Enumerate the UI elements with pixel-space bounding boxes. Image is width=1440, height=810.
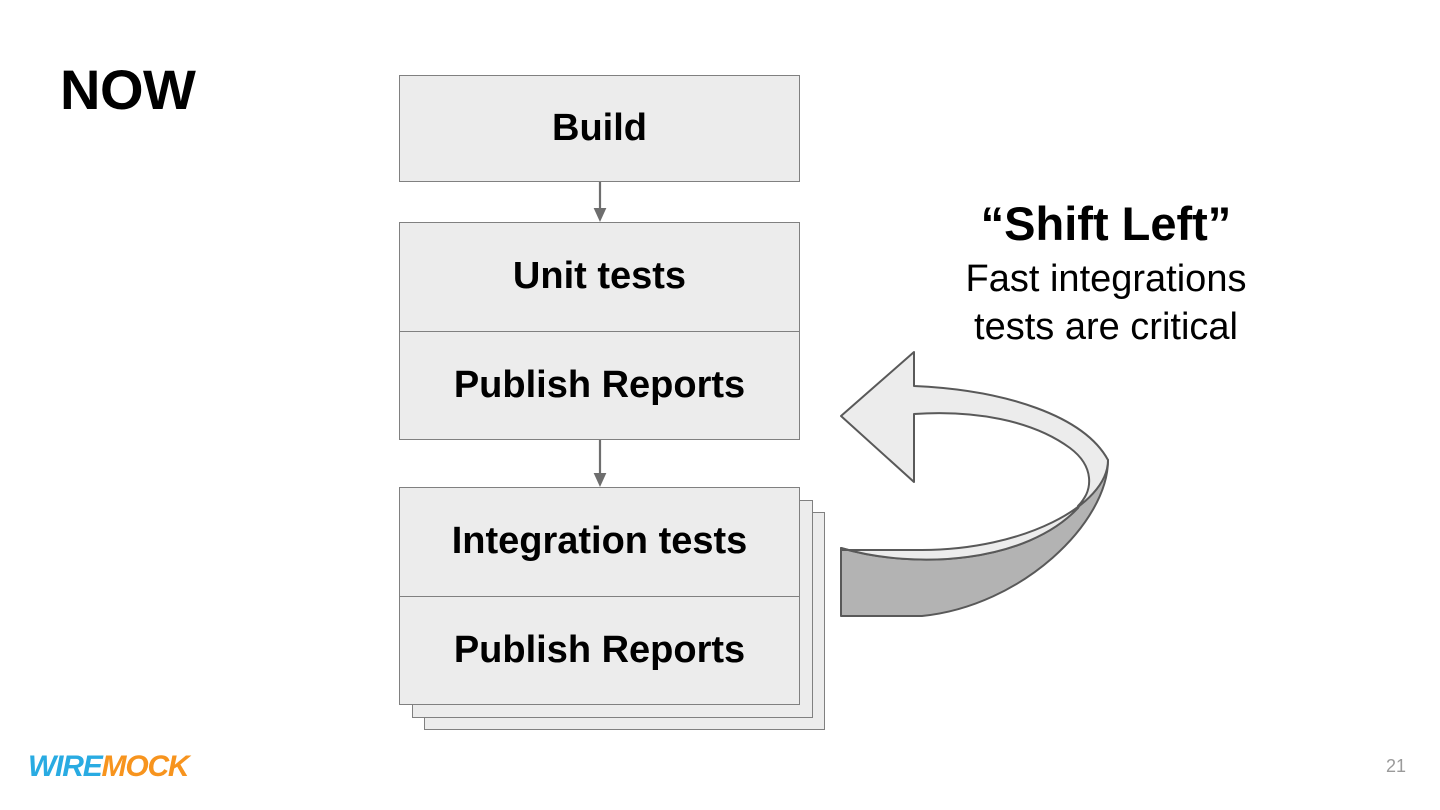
callout-body-line-2: tests are critical: [974, 306, 1238, 349]
pipeline-stage-label: Integration tests: [451, 520, 748, 563]
logo-text-mock: MOCK: [101, 750, 190, 783]
page-number: 21: [1386, 756, 1407, 776]
pipeline-stage-label: Unit tests: [512, 255, 687, 298]
wiremock-logo: WIREMOCK: [28, 750, 190, 783]
pipeline-group-integration: Integration tests Publish Reports: [399, 487, 825, 730]
callout-body: Fast integrations tests are critical: [930, 255, 1282, 352]
pipeline-stage-label: Publish Reports: [453, 363, 746, 406]
page-title: NOW: [60, 58, 196, 121]
pipeline-stage-unit-tests[interactable]: Unit tests: [399, 222, 800, 332]
pipeline-stage-label: Build: [552, 106, 647, 149]
curved-feedback-arrow-icon: [840, 351, 1109, 617]
arrow-side-face: [840, 459, 1109, 617]
arrow-top-face: [840, 351, 1109, 561]
callout-shift-left: “Shift Left” Fast integrations tests are…: [930, 197, 1282, 352]
callout-heading: “Shift Left”: [980, 197, 1232, 250]
pipeline-stage-unit-publish-reports[interactable]: Publish Reports: [399, 331, 800, 440]
pipeline-stage-integration-publish-reports[interactable]: Publish Reports: [399, 596, 800, 705]
pipeline-group-unit: Unit tests Publish Reports: [399, 222, 800, 440]
callout-body-line-1: Fast integrations: [965, 257, 1247, 300]
pipeline-stage-integration-tests[interactable]: Integration tests: [399, 487, 800, 597]
pipeline-stage-label: Publish Reports: [453, 628, 746, 671]
logo-text-wire: WIRE: [28, 750, 103, 783]
pipeline-stage-build[interactable]: Build: [399, 75, 800, 182]
